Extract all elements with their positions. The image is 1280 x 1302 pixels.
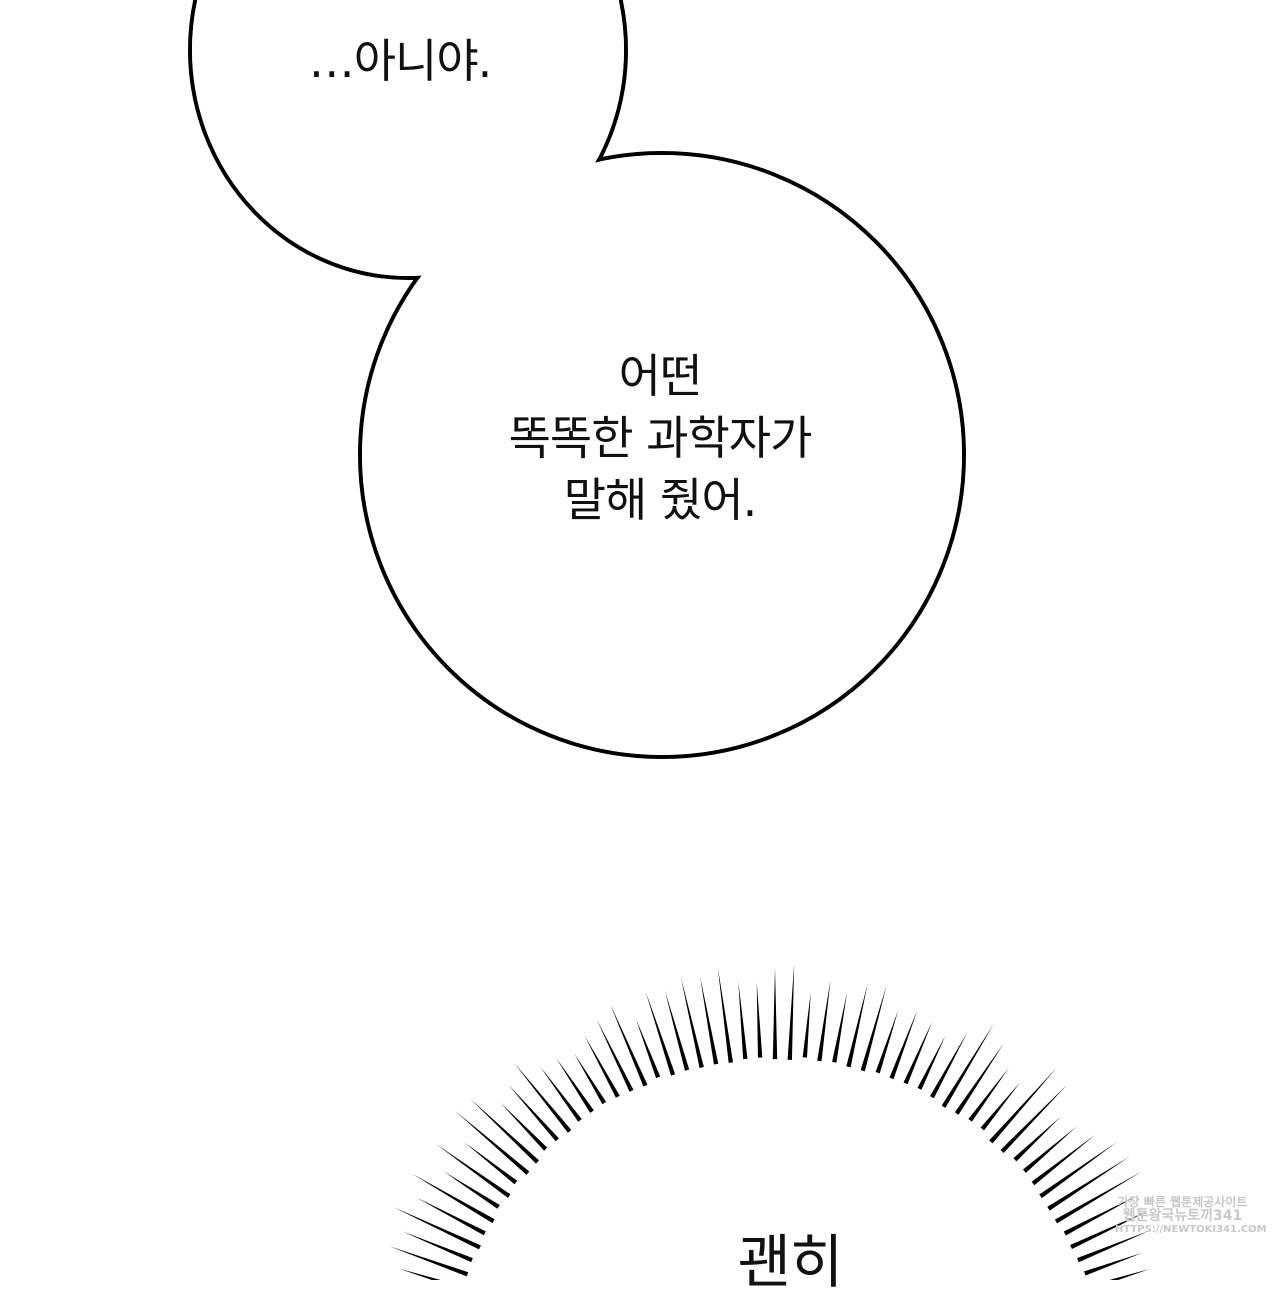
bubble-main-line: 어떤 [618,349,703,403]
burst-spike [635,1018,661,1079]
burst-spike [917,1035,946,1090]
burst-spike [941,1023,994,1108]
burst-spike [802,992,811,1058]
burst-spike [1031,1134,1096,1186]
watermark: 가장 빠른 웹툰제공사이트 웹툰왕국뉴토끼341 HTTPS://NEWTOKI… [1115,1195,1267,1237]
burst-spike [1077,1231,1149,1263]
burst-spike [469,1098,539,1164]
burst-spike [903,1021,933,1085]
burst-spike [954,1043,1004,1115]
burst-spike [389,1246,469,1277]
bubble-outlines [188,0,966,759]
burst-lines [389,964,1151,1280]
burst-spike [645,991,676,1076]
burst-spike [574,1053,607,1105]
burst-spike [889,1010,918,1080]
burst-spike [832,992,848,1063]
burst-spike [700,976,719,1065]
burst-spike [411,1173,495,1224]
burst-spike [443,1171,500,1209]
bubble-main-outline [358,151,966,759]
burst-spike [1000,1084,1068,1154]
burst-spike [930,1031,968,1099]
burst-spike [875,1009,899,1074]
burst-spike [1063,1195,1138,1236]
bubble-main-line: 똑똑한 과학자가 [508,411,813,465]
burst-spike [1013,1116,1061,1162]
burst-spike [1070,1210,1149,1249]
burst-spike [860,985,887,1072]
bubble-main-text: 어떤 똑똑한 과학자가 말해 줬어. [430,345,890,531]
burst-spike [393,1207,481,1250]
bubble-top-outline [188,0,628,280]
bubble-main-line: 말해 줬어. [563,473,758,527]
burst-spike [508,1084,559,1142]
burst-spike [464,1142,518,1185]
burst-spike [738,981,748,1060]
burst-spike [556,1058,594,1113]
burst-spike [787,964,795,1060]
burst-spike [584,1035,620,1098]
burst-spike [596,1019,634,1092]
burst-spike [514,1063,572,1133]
burst-spike [540,1066,582,1122]
burst-spike [846,982,868,1068]
burst-spike [989,1067,1057,1144]
burst-spike [1022,1126,1077,1173]
burst-spike [717,966,734,1063]
burst-text: 괜히 [737,1228,844,1296]
watermark-line: 가장 빠른 웹툰제공사이트 [1117,1195,1248,1209]
burst-spike [756,982,763,1058]
watermark-line: HTTPS://NEWTOKI341.COM [1115,1224,1267,1235]
burst-spike [980,1082,1021,1131]
burst-spike [416,1197,486,1236]
burst-spike [680,977,704,1069]
burst-spike [500,1102,548,1151]
burst-spike [772,967,778,1060]
burst-spike [664,990,690,1071]
watermark-line: 웹툰왕국뉴토끼341 [1122,1208,1243,1224]
burst-spike [1039,1142,1117,1199]
burst-spike [402,1231,473,1263]
burst-spike [1054,1171,1142,1224]
burst-spike [1047,1156,1130,1211]
bubble-top-text: …아니야. [308,34,493,88]
burst-spike [455,1110,530,1175]
burst-spike [817,980,831,1062]
burst-spike [968,1067,1009,1122]
burst-spike [610,1004,648,1087]
burst-spike [435,1144,511,1198]
burst-spike [1084,1252,1143,1276]
